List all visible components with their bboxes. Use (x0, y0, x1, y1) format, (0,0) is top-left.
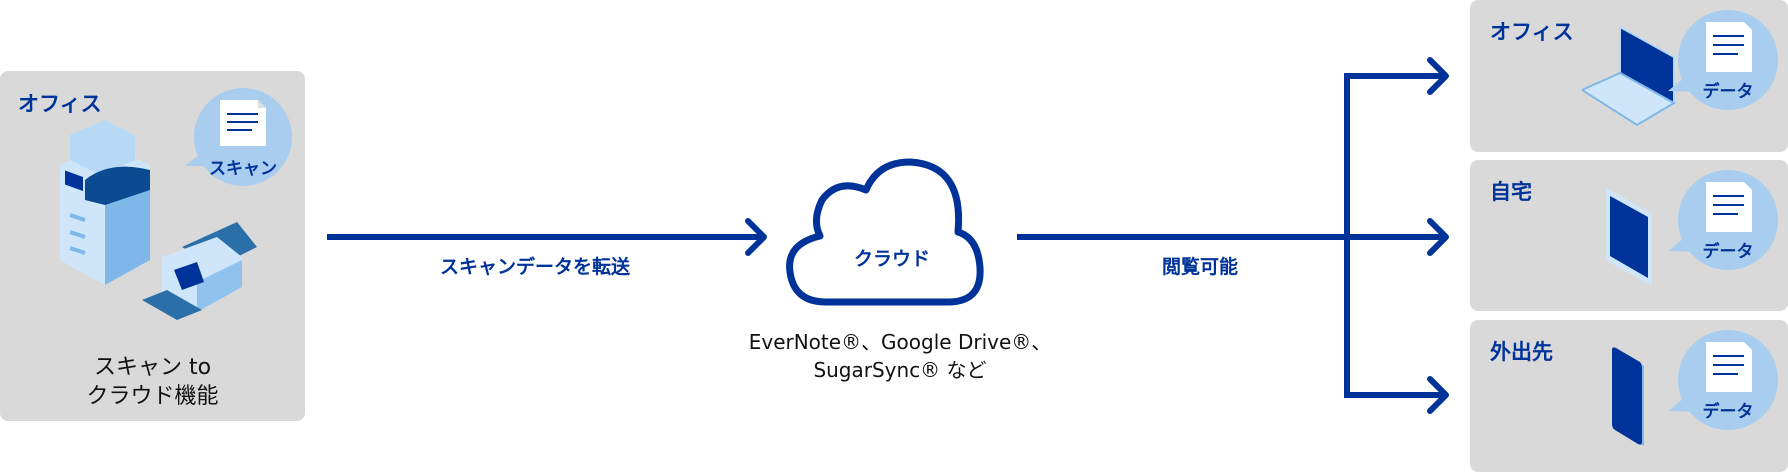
document-scanner-icon (142, 222, 257, 320)
document-icon (1706, 182, 1752, 232)
cloud-services: EverNote®、Google Drive®、 SugarSync® など (700, 328, 1100, 384)
data-bubble-label: データ (1702, 82, 1754, 102)
smartphone-icon (1612, 347, 1644, 446)
speech-bubble-data (1668, 10, 1778, 110)
source-location-label: オフィス (18, 92, 102, 116)
data-bubble-label: データ (1702, 402, 1754, 422)
destination-label: 外出先 (1490, 340, 1553, 364)
cloud-label: クラウド (853, 248, 930, 270)
laptop-icon (1582, 25, 1677, 127)
transfer-label: スキャンデータを転送 (439, 256, 630, 278)
services-line-1: EverNote®、Google Drive®、 (748, 330, 1052, 354)
scan-bubble-label: スキャン (209, 159, 277, 179)
speech-bubble-scan (185, 88, 292, 186)
document-icon (1706, 22, 1752, 72)
document-icon (1706, 342, 1752, 392)
document-icon (220, 100, 266, 146)
speech-bubble-data (1668, 170, 1778, 270)
data-bubble-label: データ (1702, 242, 1754, 262)
source-caption: スキャン to クラウド機能 (0, 353, 305, 411)
destination-label: 自宅 (1490, 180, 1532, 204)
destination-label: オフィス (1490, 20, 1574, 44)
view-label: 閲覧可能 (1161, 256, 1238, 278)
caption-line-2: クラウド機能 (86, 384, 219, 409)
multifunction-printer-icon (60, 120, 150, 285)
caption-line-1: スキャン to (93, 355, 212, 380)
cloud-icon (786, 158, 984, 306)
services-line-2: SugarSync® など (813, 358, 987, 382)
tablet-icon (1606, 188, 1652, 286)
speech-bubble-data (1668, 330, 1778, 430)
